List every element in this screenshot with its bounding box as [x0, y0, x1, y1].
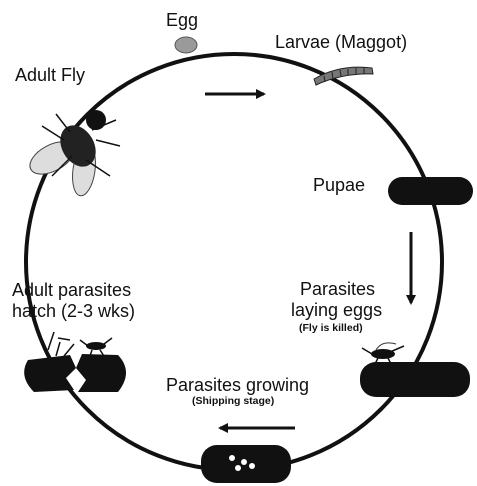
pupa-icon [388, 177, 473, 205]
larvae-label: Larvae (Maggot) [275, 33, 407, 52]
parasites-laying-label-2: laying eggs [291, 301, 382, 320]
fly-killed-note: (Fly is killed) [299, 323, 363, 334]
egg-label: Egg [166, 11, 198, 30]
parasites-growing-label: Parasites growing [166, 376, 309, 395]
adult-fly-label: Adult Fly [15, 66, 85, 85]
parasites-laying-label-1: Parasites [300, 280, 375, 299]
pupae-label: Pupae [313, 176, 365, 195]
shipping-stage-note: (Shipping stage) [192, 396, 274, 407]
pupa-icon [201, 445, 291, 483]
pupa-icon [360, 362, 470, 397]
egg-icon [175, 37, 197, 53]
adult-parasites-label-1: Adult parasites [12, 281, 131, 300]
adult-parasites-label-2: hatch (2-3 wks) [12, 302, 135, 321]
maggot-icon [314, 67, 373, 85]
